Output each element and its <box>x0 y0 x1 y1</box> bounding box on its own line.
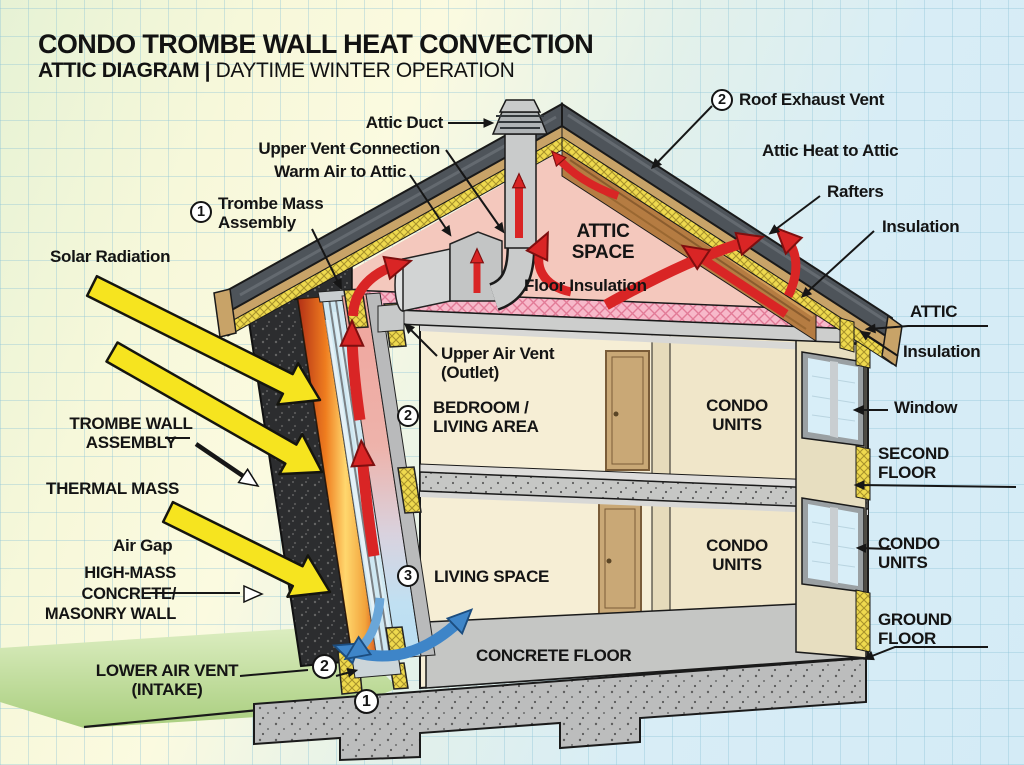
label-lower-air-vent: LOWER AIR VENT (INTAKE) <box>95 661 239 700</box>
leader-condo-units <box>855 543 892 554</box>
callout-number-living-space: 3 <box>397 565 419 587</box>
callout-number-wall-base-upper: 2 <box>312 654 337 679</box>
label-living-space: LIVING SPACE <box>434 567 550 586</box>
leader-attic <box>864 323 988 334</box>
bedroom-ceiling <box>420 324 868 353</box>
wall-insulation-strip <box>855 589 871 653</box>
leader-trombe-mass <box>311 228 342 290</box>
label-concrete-floor: CONCRETE FLOOR <box>476 646 632 665</box>
leader-roof-exhaust <box>650 105 713 170</box>
label-attic-space: ATTIC SPACE <box>571 221 635 264</box>
insulation-block <box>397 466 422 514</box>
label-trombe-mass-assembly: Trombe Mass Assembly <box>218 194 324 233</box>
leader-upper-air-vent <box>403 322 438 357</box>
label-bedroom: BEDROOM / LIVING AREA <box>433 398 539 437</box>
white-arrowhead-highmass <box>243 584 264 604</box>
subtitle-regular: DAYTIME WINTER OPERATION <box>210 59 515 83</box>
label-thermal-mass: THERMAL MASS <box>46 479 180 498</box>
label-insulation-roof: Insulation <box>882 217 960 236</box>
callout-number-wall-base-lower: 1 <box>354 689 379 714</box>
door-lower <box>598 502 642 615</box>
eave-insulation <box>839 317 855 353</box>
label-attic-duct: Attic Duct <box>365 113 444 132</box>
label-condo-units-upper: CONDO UNITS <box>706 396 768 435</box>
hot-air-arrows <box>339 150 804 557</box>
title-block: CONDO TROMBE WALL HEAT CONVECTION ATTIC … <box>38 29 594 84</box>
label-warm-air-to-attic: Warm Air to Attic <box>274 162 406 181</box>
leader-rafters <box>768 195 821 235</box>
leader-ground-floor <box>862 646 988 661</box>
label-window: Window <box>894 398 958 417</box>
label-upper-vent-connection: Upper Vent Connection <box>258 139 440 158</box>
second-floor-slab <box>419 471 869 510</box>
page-subtitle: ATTIC DIAGRAM | DAYTIME WINTER OPERATION <box>38 58 593 83</box>
cool-air-arrows <box>331 597 474 665</box>
callout-number-roof-exhaust: 2 <box>711 89 733 111</box>
subtitle-bold: ATTIC DIAGRAM | <box>38 59 211 83</box>
groundfloor-ceiling <box>420 491 868 515</box>
label-upper-air-vent: Upper Air Vent (Outlet) <box>441 344 555 383</box>
leader-insulation-eave <box>859 330 899 357</box>
label-condo-units-lower: CONDO UNITS <box>706 536 768 575</box>
label-rafters: Rafters <box>827 182 884 201</box>
label-trombe-wall-assembly: TROMBE WALL ASSEMBLY <box>69 414 193 453</box>
leader-upper-vent-connection <box>445 149 505 234</box>
label-high-mass-wall: HIGH-MASS CONCRETE/ MASONRY WALL <box>44 564 176 624</box>
label-insulation-eave: Insulation <box>903 342 981 361</box>
white-arrowheads <box>237 467 264 604</box>
roof-vent-cap <box>491 99 549 135</box>
label-floor-insulation: Floor Insulation <box>524 276 647 295</box>
label-attic-heat-to-attic: Attic Heat to Attic <box>762 141 899 160</box>
label-attic: ATTIC <box>910 302 958 321</box>
leader-warm-air <box>409 174 452 237</box>
intake-flow-arrow <box>335 668 359 678</box>
callout-number-bedroom: 2 <box>397 405 419 427</box>
right-exterior-wall <box>795 333 871 659</box>
label-solar-radiation: Solar Radiation <box>50 247 171 266</box>
building-interior <box>419 319 871 690</box>
solar-radiation-arrows <box>85 274 332 598</box>
window-upper <box>801 351 865 447</box>
label-condo-units-right: CONDO UNITS <box>878 534 940 573</box>
fascia-left <box>213 288 237 338</box>
label-ground-floor: GROUND FLOOR <box>878 610 952 649</box>
label-roof-exhaust-vent: Roof Exhaust Vent <box>739 90 885 109</box>
window-lower <box>801 497 865 593</box>
label-second-floor: SECOND FLOOR <box>878 444 949 483</box>
foundation-footing <box>253 656 867 762</box>
leader-lines <box>150 105 1017 677</box>
leader-trombe-wall-shaft <box>194 442 248 480</box>
page-title: CONDO TROMBE WALL HEAT CONVECTION <box>38 29 594 59</box>
vent-connection-duct <box>402 248 451 312</box>
door-upper <box>605 350 650 471</box>
leader-second-floor <box>853 480 1017 490</box>
white-arrowhead-trombe <box>237 467 260 488</box>
label-air-gap: Air Gap <box>113 536 173 555</box>
leader-insulation-roof <box>800 230 875 298</box>
leader-lower-air-vent <box>239 669 309 677</box>
callout-number-trombe-mass: 1 <box>190 201 212 223</box>
wall-insulation-strip <box>855 445 871 501</box>
